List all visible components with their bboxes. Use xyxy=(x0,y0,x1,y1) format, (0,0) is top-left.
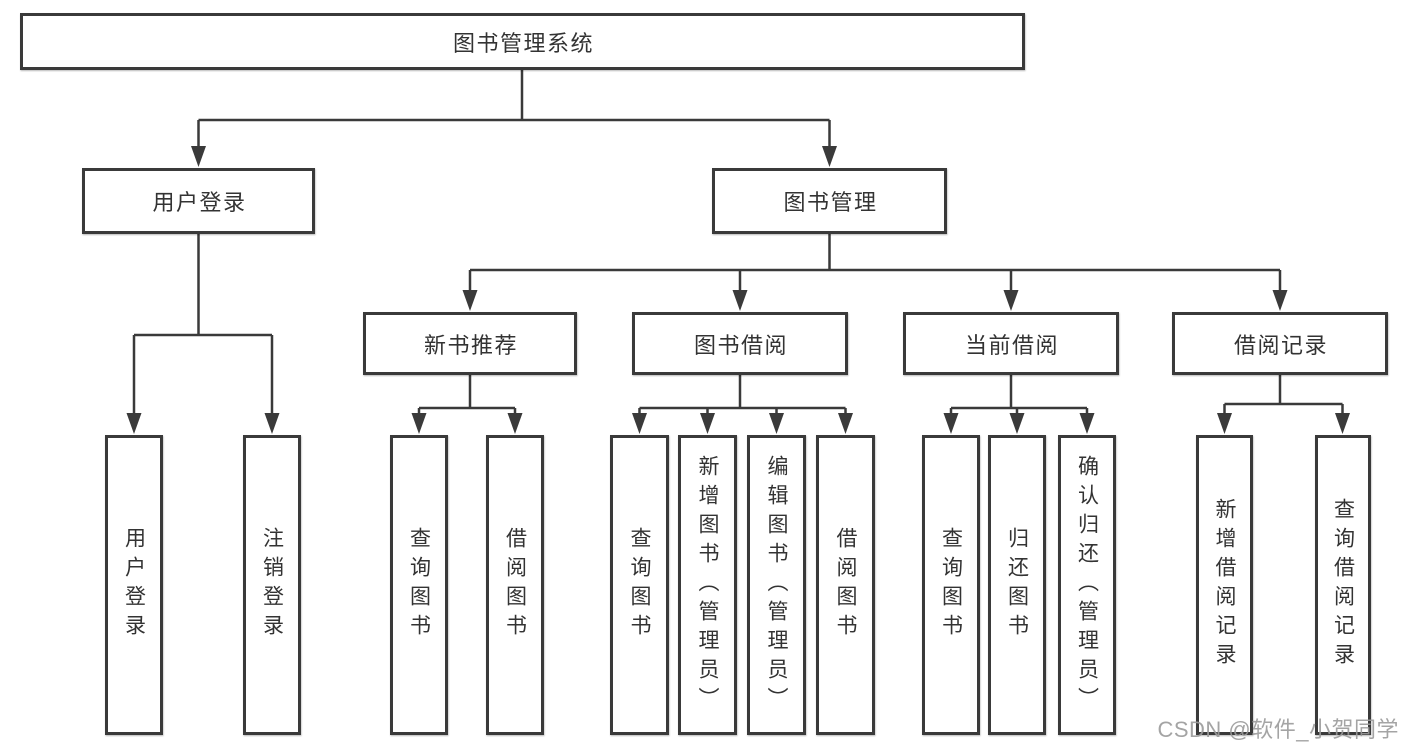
leaf-br-query-record-label: 查询借阅记录 xyxy=(1331,498,1355,672)
leaf-bb-add-book-admin-label: 新增图书（管理员） xyxy=(696,454,719,716)
leaf-user-login-label: 用户登录 xyxy=(122,527,146,643)
node-root-label: 图书管理系统 xyxy=(452,30,594,56)
node-book-management: 图书管理 xyxy=(712,168,947,234)
leaf-bb-edit-book-admin: 编辑图书（管理员） xyxy=(747,435,806,735)
leaf-cb-confirm-return-admin-label: 确认归还（管理员） xyxy=(1075,454,1099,716)
csdn-watermark: CSDN @软件_小贺同学 xyxy=(1157,717,1399,742)
node-book-management-label: 图书管理 xyxy=(783,190,878,215)
node-book-borrow: 图书借阅 xyxy=(632,312,848,375)
leaf-br-add-record-label: 新增借阅记录 xyxy=(1213,498,1236,672)
leaf-cb-confirm-return-admin: 确认归还（管理员） xyxy=(1058,435,1116,735)
leaf-br-add-record: 新增借阅记录 xyxy=(1196,435,1253,735)
leaf-bb-add-book-admin: 新增图书（管理员） xyxy=(678,435,737,735)
node-current-borrow-label: 当前借阅 xyxy=(964,332,1059,358)
leaf-nbr-query-book: 查询图书 xyxy=(390,435,448,735)
leaf-br-query-record: 查询借阅记录 xyxy=(1315,435,1371,735)
leaf-bb-borrow-book-label: 借阅图书 xyxy=(834,527,857,643)
leaf-cb-query-book-label: 查询图书 xyxy=(939,527,963,643)
leaf-bb-query-book: 查询图书 xyxy=(610,435,669,735)
node-user-login-label: 用户登录 xyxy=(152,190,247,215)
node-user-login: 用户登录 xyxy=(82,168,315,234)
leaf-logout: 注销登录 xyxy=(243,435,301,735)
leaf-bb-query-book-label: 查询图书 xyxy=(628,527,651,643)
leaf-cb-query-book: 查询图书 xyxy=(922,435,980,735)
node-borrow-records-label: 借阅记录 xyxy=(1233,332,1328,358)
leaf-bb-borrow-book: 借阅图书 xyxy=(816,435,875,735)
leaf-nbr-borrow-book-label: 借阅图书 xyxy=(503,527,527,643)
leaf-user-login: 用户登录 xyxy=(105,435,163,735)
leaf-nbr-query-book-label: 查询图书 xyxy=(407,527,431,643)
leaf-cb-return-book-label: 归还图书 xyxy=(1005,527,1029,643)
node-book-borrow-label: 图书借阅 xyxy=(693,332,788,358)
leaf-logout-label: 注销登录 xyxy=(260,527,284,643)
node-current-borrow: 当前借阅 xyxy=(903,312,1119,375)
arrowhead-icons xyxy=(126,146,1350,434)
node-new-book-recommend-label: 新书推荐 xyxy=(423,332,518,358)
leaf-nbr-borrow-book: 借阅图书 xyxy=(486,435,544,735)
leaf-cb-return-book: 归还图书 xyxy=(988,435,1046,735)
leaf-bb-edit-book-admin-label: 编辑图书（管理员） xyxy=(765,454,788,716)
node-borrow-records: 借阅记录 xyxy=(1172,312,1388,375)
node-new-book-recommend: 新书推荐 xyxy=(363,312,577,375)
node-root: 图书管理系统 xyxy=(20,13,1025,70)
